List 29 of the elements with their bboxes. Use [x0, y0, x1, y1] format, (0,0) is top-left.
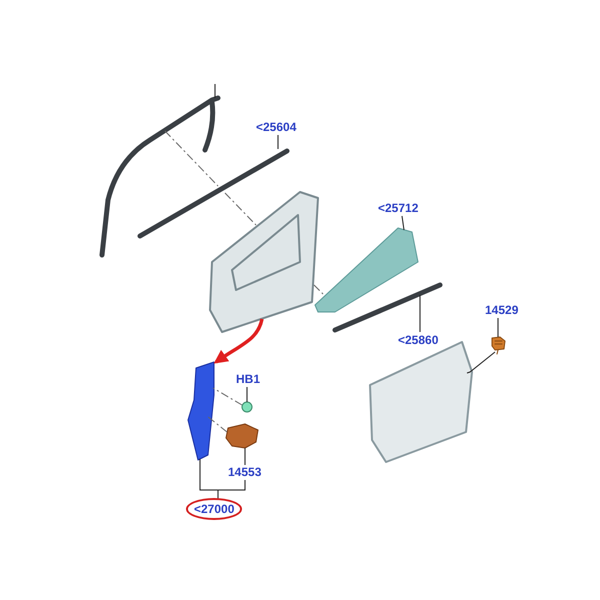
leader-line — [218, 480, 246, 490]
callout-number: 14553 — [228, 465, 262, 479]
leader-line — [466, 352, 496, 374]
arrow — [214, 318, 264, 364]
alignment-line — [212, 388, 242, 406]
leader-line — [246, 386, 248, 402]
motor-drawing — [226, 424, 258, 448]
clip-drawing — [242, 402, 252, 412]
belt-molding-drawing — [138, 148, 290, 238]
leader-line — [244, 448, 246, 466]
alignment-line — [224, 192, 256, 226]
alignment-line — [206, 416, 228, 432]
callout-number: <25604 — [256, 120, 296, 134]
switch-drawing — [492, 336, 506, 354]
leader-line — [200, 458, 218, 500]
callout-number: <27000 — [186, 498, 242, 520]
window-regulator-drawing — [188, 362, 214, 460]
window-glass-drawing — [314, 228, 418, 312]
callout-number: <25860 — [398, 333, 438, 347]
callout-number: 14529 — [485, 303, 518, 317]
lower-molding-drawing — [332, 282, 442, 332]
leader-line — [402, 216, 404, 230]
alignment-line — [314, 284, 324, 294]
leader-line — [214, 84, 216, 98]
alignment-line — [164, 130, 218, 186]
weatherstrip-drawing — [100, 96, 220, 258]
callout-number: <25712 — [378, 201, 418, 215]
callout-number: HB1 — [236, 372, 260, 386]
door-shell-drawing — [209, 191, 319, 333]
